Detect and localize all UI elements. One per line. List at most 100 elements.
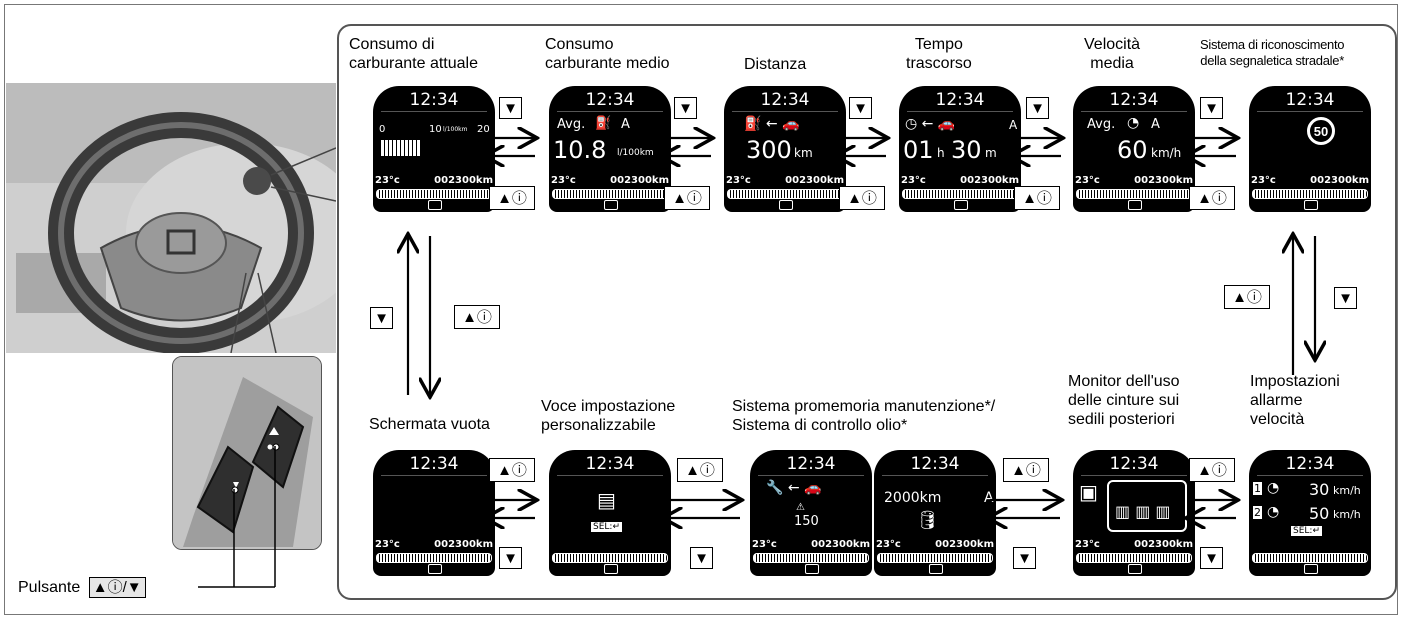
up-info-button: ▲ⓘ <box>1224 285 1270 309</box>
elapsed-minutes: 30 <box>951 136 982 164</box>
fuel-gauge <box>1076 553 1192 563</box>
bar-scale-0: 0 <box>379 124 386 135</box>
screen-time: 12:34 <box>1285 90 1335 110</box>
trip-mode: A <box>621 117 630 132</box>
speed-limit-sign-icon: 50 <box>1307 117 1335 145</box>
fuel-icon <box>604 564 618 574</box>
down-button: ▼ <box>674 97 697 119</box>
down-button: ▼ <box>370 307 393 329</box>
maintenance-value: 150 <box>794 514 819 529</box>
up-info-button: ▲ⓘ <box>677 458 723 482</box>
label-schermata-vuota: Schermata vuota <box>369 416 490 433</box>
down-button: ▼ <box>499 547 522 569</box>
label-allarme-velocita: Impostazioni allarme velocità <box>1250 373 1340 428</box>
up-info-button: ▲ⓘ <box>489 458 535 482</box>
label-distanza: Distanza <box>744 56 807 73</box>
avg-speed-unit: km/h <box>1151 146 1182 160</box>
elapsed-m-unit: m <box>985 146 997 160</box>
fuel-icon <box>805 564 819 574</box>
label-promemoria: Sistema promemoria manutenzione*/ Sistem… <box>732 398 996 434</box>
screen-time: 12:34 <box>585 454 635 474</box>
fuel-icon <box>428 564 442 574</box>
down-button: ▼ <box>499 97 522 119</box>
temperature: 23°c <box>901 175 926 186</box>
screen-consumo-medio: 12:34 Avg. ⛽ A 10.8 l/100km 23°c 002300k… <box>549 86 671 212</box>
label-consumo-medio: Consumo carburante medio <box>545 36 670 72</box>
temperature: 23°c <box>375 175 400 186</box>
odometer: 002300km <box>434 539 493 550</box>
trip-mode: A <box>1151 117 1160 132</box>
up-info-button: ▲ⓘ <box>454 305 500 329</box>
oil-can-icon: 🛢 <box>916 510 939 531</box>
screen-time: 12:34 <box>910 454 960 474</box>
temperature: 23°c <box>1075 539 1100 550</box>
fuel-gauge <box>376 553 492 563</box>
label-monitor-cinture: Monitor dell'uso delle cinture sui sedil… <box>1068 373 1180 428</box>
alarm-1-index: 1 <box>1253 482 1262 495</box>
up-info-button: ▲ⓘ <box>1014 186 1060 210</box>
oil-km-value: 2000km <box>884 490 942 506</box>
label-tempo: Tempo trascorso <box>906 36 972 72</box>
screen-voce-impostazione: 12:34 ▤ SEL:↵ <box>549 450 671 576</box>
screen-monitor-cinture: 12:34 ▣ ▥ ▥ ▥ 23°c 002300km <box>1073 450 1195 576</box>
screen-allarme-velocita: 12:34 1 ◔ 30 km/h 2 ◔ 50 km/h SEL:↵ <box>1249 450 1371 576</box>
fuel-gauge <box>552 553 668 563</box>
screen-time: 12:34 <box>1109 90 1159 110</box>
fuel-icon <box>1128 564 1142 574</box>
range-icon: ⛽ ← 🚗 <box>744 116 800 132</box>
maintenance-code-icon: ⚠ <box>796 502 805 513</box>
wrench-icon: 🔧 ← 🚗 <box>766 480 822 496</box>
down-button: ▼ <box>690 547 713 569</box>
label-consumo-attuale: Consumo di carburante attuale <box>349 36 478 72</box>
avg-consumption-unit: l/100km <box>617 148 654 158</box>
seatbelt-reminder-icon: ▣ <box>1079 480 1098 504</box>
label-segnaletica: Sistema di riconoscimento della segnalet… <box>1200 37 1345 68</box>
consumption-bar <box>381 140 421 156</box>
alarm-2-unit: km/h <box>1333 508 1361 521</box>
alarm-2-speed: 50 <box>1309 504 1330 523</box>
fuel-icon <box>1304 564 1318 574</box>
screen-time: 12:34 <box>409 90 459 110</box>
odometer: 002300km <box>610 175 669 186</box>
temperature: 23°c <box>1251 175 1276 186</box>
temperature: 23°c <box>752 539 777 550</box>
screen-time: 12:34 <box>409 454 459 474</box>
down-button: ▼ <box>1200 97 1223 119</box>
screen-time: 12:34 <box>585 90 635 110</box>
down-button: ▼ <box>1334 287 1357 309</box>
screen-time: 12:34 <box>760 90 810 110</box>
avg-speed-value: 60 <box>1117 136 1148 164</box>
temperature: 23°c <box>726 175 751 186</box>
fuel-icon <box>604 200 618 210</box>
temperature: 23°c <box>876 539 901 550</box>
pulsante-callout-lines <box>198 446 276 588</box>
up-info-button: ▲ⓘ <box>1189 458 1235 482</box>
odometer: 002300km <box>1134 539 1193 550</box>
elapsed-icon: ◷ ← 🚗 <box>905 116 956 132</box>
sel-enter-label: SEL:↵ <box>1291 526 1322 536</box>
down-button: ▼ <box>1200 547 1223 569</box>
screen-consumo-attuale: 12:34 0 10 l/100km 20 23°c 002300km <box>373 86 495 212</box>
steering-wheel-illustration <box>6 83 336 353</box>
alarm-1-unit: km/h <box>1333 484 1361 497</box>
temperature: 23°c <box>375 539 400 550</box>
bar-scale-unit: l/100km <box>443 126 468 133</box>
up-info-button: ▲ⓘ <box>1189 186 1235 210</box>
pulsante-buttons: ▲ⓘ/▼ <box>88 577 146 598</box>
odometer: 002300km <box>434 175 493 186</box>
oil-mode: A <box>984 490 994 506</box>
up-info-button: ▲ⓘ <box>1003 458 1049 482</box>
avg-label: Avg. <box>1087 117 1116 132</box>
down-button: ▼ <box>1013 547 1036 569</box>
screen-time: 12:34 <box>935 90 985 110</box>
odometer: 002300km <box>785 175 844 186</box>
temperature: 23°c <box>1075 175 1100 186</box>
screen-time: 12:34 <box>786 454 836 474</box>
screen-time: 12:34 <box>1109 454 1159 474</box>
label-voce-impostazione: Voce impostazione personalizzabile <box>541 398 676 434</box>
rear-seats-diagram <box>1107 480 1187 532</box>
odometer: 002300km <box>1310 175 1369 186</box>
odometer: 002300km <box>811 539 870 550</box>
odometer: 002300km <box>1134 175 1193 186</box>
